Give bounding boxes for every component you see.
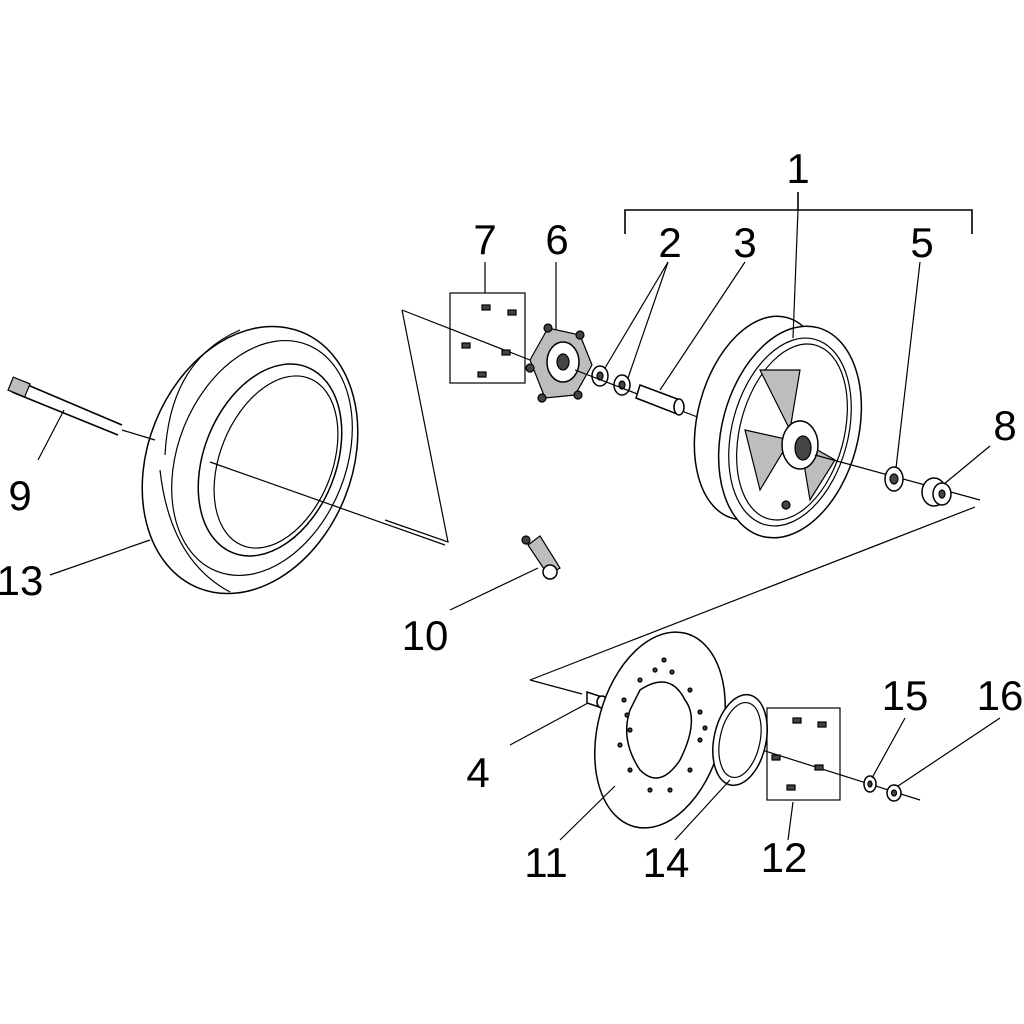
drive-flange	[525, 323, 593, 403]
callout-11: 11	[524, 839, 568, 886]
callout-15: 15	[882, 672, 929, 719]
bearings	[591, 365, 631, 396]
gasket-ring	[712, 693, 768, 787]
collar	[921, 477, 952, 507]
callout-10: 10	[402, 612, 449, 659]
callout-14: 14	[643, 839, 690, 886]
bolt-set-upper	[449, 292, 526, 384]
bolt-set-lower	[766, 707, 841, 801]
callout-8: 8	[993, 402, 1016, 449]
callout-16: 16	[977, 672, 1024, 719]
callout-5: 5	[910, 219, 933, 266]
axle	[7, 376, 156, 441]
bearing-right	[884, 466, 904, 492]
brake-disc	[594, 631, 726, 829]
callout-3: 3	[733, 219, 756, 266]
valve-stem	[521, 535, 561, 580]
callout-9: 9	[8, 472, 31, 519]
callout-6: 6	[545, 216, 568, 263]
callout-2: 2	[658, 219, 681, 266]
callout-labels: 1 2 3 5 6 7 8 9 13 10 4 11 14 12 15 16	[0, 145, 1023, 886]
nut	[886, 784, 902, 802]
spacer-tube	[635, 384, 685, 416]
callout-13: 13	[0, 557, 43, 604]
callout-1: 1	[786, 145, 809, 192]
rim	[693, 315, 863, 539]
callout-12: 12	[761, 834, 808, 881]
tire	[141, 325, 359, 595]
washer	[863, 775, 877, 793]
callout-4: 4	[466, 749, 489, 796]
leader-lines	[37, 192, 1001, 841]
callout-7: 7	[473, 216, 496, 263]
